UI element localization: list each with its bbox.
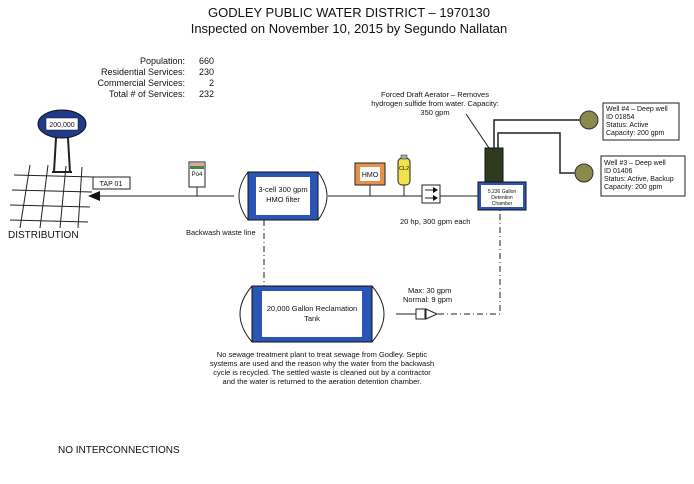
- well-3-icon: [574, 163, 594, 183]
- well-4-status: Status: Active: [606, 122, 649, 129]
- reclamation-tank: [239, 285, 385, 343]
- total-services-value: 232: [199, 89, 214, 99]
- well-4-title: Well #4 – Deep well: [606, 106, 668, 113]
- interconnections-label: NO INTERCONNECTIONS: [58, 445, 180, 456]
- hmo-label: HMO: [362, 172, 379, 179]
- well-4-capacity: Capacity: 200 gpm: [606, 130, 665, 137]
- filter-label-1: 3-cell 300 gpm: [258, 185, 307, 194]
- distribution-label: DISTRIBUTION: [8, 230, 79, 241]
- note-line-3: cycle is recycled. The settled waste is …: [213, 368, 431, 377]
- commercial-value: 2: [209, 78, 214, 88]
- backwash-line: [263, 210, 501, 315]
- service-stats: Population: 660 Residential Services: 23…: [97, 56, 214, 99]
- po4-feeder: [188, 161, 206, 196]
- page-subtitle: Inspected on November 10, 2015 by Segund…: [191, 21, 508, 36]
- well-lines: [493, 119, 580, 174]
- total-services-label: Total # of Services:: [109, 89, 185, 99]
- pump-arrow-icon: [433, 187, 438, 193]
- aerator-unit: [484, 147, 504, 185]
- tap-01-box: [92, 176, 131, 190]
- reclamation-normal: Normal: 9 gpm: [403, 295, 452, 304]
- cl2-label: CL2: [399, 166, 409, 172]
- high-service-pumps: [421, 184, 441, 204]
- pumps-label: 20 hp, 300 gpm each: [400, 217, 470, 226]
- po4-label: Po4: [192, 172, 203, 178]
- detention-label-2: Detention: [491, 195, 513, 201]
- note-line-1: No sewage treatment plant to treat sewag…: [217, 350, 428, 359]
- aerator-note-3: 350 gpm: [420, 108, 449, 117]
- note-line-4: and the water is returned to the aeratio…: [223, 377, 422, 386]
- well-3-title: Well #3 – Deep well: [604, 160, 666, 167]
- well-4-id: ID 01854: [606, 114, 635, 121]
- well-3-id: ID 01406: [604, 168, 633, 175]
- reclamation-pump: [396, 308, 439, 320]
- residential-value: 230: [199, 67, 214, 77]
- filter-label-2: HMO filter: [266, 195, 300, 204]
- well-3-capacity: Capacity: 200 gpm: [604, 184, 663, 191]
- pump-arrow-icon: [425, 308, 439, 320]
- detention-label-3: Chamber: [492, 201, 513, 207]
- flow-arrow-icon: [88, 191, 100, 201]
- aerator-note-2: hydrogen sulfide from water. Capacity:: [371, 99, 499, 108]
- well-3-status: Status: Active, Backup: [604, 176, 674, 183]
- reclamation-label-1: 20,000 Gallon Reclamation: [267, 304, 357, 313]
- page-title: GODLEY PUBLIC WATER DISTRICT – 1970130: [208, 5, 490, 20]
- sewage-note: No sewage treatment plant to treat sewag…: [210, 350, 434, 386]
- detention-label-1: 5,236 Gallon: [488, 189, 517, 195]
- pump-arrow-icon: [433, 195, 438, 201]
- well-3-box: [600, 155, 686, 197]
- cl2-cylinder: [397, 154, 411, 196]
- aerator-note-1: Forced Draft Aerator – Removes: [381, 90, 489, 99]
- hmo-feeder: [354, 162, 386, 196]
- population-value: 660: [199, 56, 214, 66]
- well-4-icon: [579, 110, 599, 130]
- well-4-box: [602, 102, 680, 141]
- detention-chamber: [477, 181, 527, 211]
- reclamation-label-2: Tank: [304, 314, 320, 323]
- residential-label: Residential Services:: [101, 67, 185, 77]
- distribution-grid: [9, 164, 95, 229]
- note-line-2: systems are used and the reason why the …: [210, 359, 434, 368]
- commercial-label: Commercial Services:: [97, 78, 185, 88]
- population-label: Population:: [140, 56, 185, 66]
- aerator: [465, 113, 504, 185]
- tap-01-label: TAP 01: [100, 181, 123, 188]
- water-tower: [37, 109, 87, 173]
- tower-capacity: 200,000: [49, 122, 74, 129]
- backwash-label: Backwash waste line: [186, 228, 256, 237]
- hmo-filter-tank: [238, 171, 328, 221]
- reclamation-max: Max: 30 gpm: [408, 286, 451, 295]
